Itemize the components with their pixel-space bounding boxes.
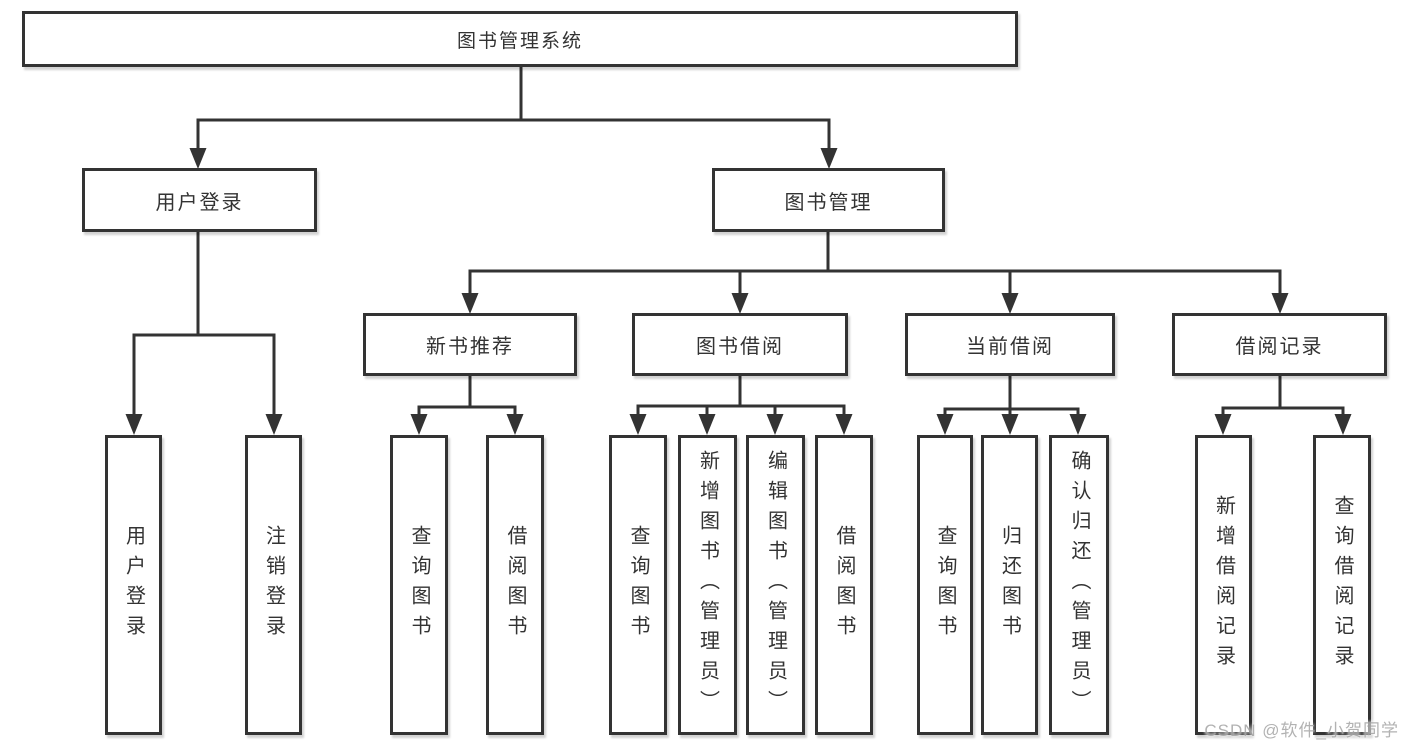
leaf-borrow-books-2: 借阅图书 <box>815 435 873 735</box>
node-library-management-system: 图书管理系统 <box>22 11 1018 67</box>
connector-new-books-to-leaves <box>417 374 517 418</box>
leaf-borrow-books-1: 借阅图书 <box>486 435 544 735</box>
csdn-watermark: CSDN @软件_小贺同学 <box>1204 721 1399 740</box>
node-label: 查询图书 <box>627 525 649 645</box>
leaf-add-books-admin: 新增图书（管理员） <box>678 435 737 735</box>
node-label: 借阅图书 <box>504 525 526 645</box>
connector-root-to-level2 <box>196 65 831 152</box>
arrowheads-book-borrow-leaves <box>629 414 853 435</box>
node-book-borrowing: 图书借阅 <box>632 313 848 376</box>
leaf-return-books: 归还图书 <box>981 435 1038 735</box>
node-label: 用户登录 <box>155 191 244 214</box>
arrowheads-current-borrow-leaves <box>936 414 1087 435</box>
arrowheads-user-login-leaves <box>125 414 283 435</box>
node-current-borrowing: 当前借阅 <box>905 313 1115 376</box>
connector-current-borrow-to-leaves <box>943 374 1080 418</box>
node-label: 新书推荐 <box>426 336 514 358</box>
arrowheads-new-books-leaves <box>410 414 524 435</box>
node-book-management: 图书管理 <box>712 168 945 232</box>
node-user-login: 用户登录 <box>82 168 317 232</box>
node-label: 当前借阅 <box>966 336 1054 358</box>
node-label: 借阅记录 <box>1235 336 1324 358</box>
node-label: 图书管理系统 <box>456 30 583 52</box>
node-new-book-recommendation: 新书推荐 <box>363 313 577 376</box>
node-label: 查询借阅记录 <box>1331 495 1353 675</box>
leaf-query-books-2: 查询图书 <box>609 435 667 735</box>
node-label: 编辑图书（管理员） <box>764 450 787 720</box>
node-label: 图书管理 <box>784 191 873 214</box>
connector-borrow-records-to-leaves <box>1221 374 1345 418</box>
connector-user-login-to-leaves <box>132 230 276 418</box>
leaf-query-books-3: 查询图书 <box>917 435 973 735</box>
node-label: 图书借阅 <box>696 336 784 358</box>
node-label: 用户登录 <box>122 525 145 645</box>
arrowheads-level3 <box>461 293 1289 314</box>
leaf-user-login: 用户登录 <box>105 435 162 735</box>
leaf-query-borrow-record: 查询借阅记录 <box>1313 435 1371 735</box>
arrowheads-borrow-records-leaves <box>1214 414 1352 435</box>
node-label: 查询图书 <box>408 525 430 645</box>
node-label: 借阅图书 <box>833 525 855 645</box>
node-label: 新增借阅记录 <box>1212 495 1235 675</box>
node-borrowing-records: 借阅记录 <box>1172 313 1387 376</box>
node-label: 新增图书（管理员） <box>696 450 719 720</box>
node-label: 确认归还（管理员） <box>1068 450 1090 720</box>
node-label: 注销登录 <box>262 525 285 645</box>
leaf-logout: 注销登录 <box>245 435 302 735</box>
leaf-add-borrow-record: 新增借阅记录 <box>1195 435 1252 735</box>
connector-book-borrow-to-leaves <box>636 374 846 418</box>
node-label: 归还图书 <box>998 525 1021 645</box>
node-label: 查询图书 <box>934 525 956 645</box>
leaf-confirm-return-admin: 确认归还（管理员） <box>1049 435 1109 735</box>
arrowheads-level2 <box>189 148 838 169</box>
leaf-edit-books-admin: 编辑图书（管理员） <box>746 435 805 735</box>
leaf-query-books-1: 查询图书 <box>390 435 448 735</box>
connector-book-mgmt-to-level3 <box>468 230 1282 297</box>
